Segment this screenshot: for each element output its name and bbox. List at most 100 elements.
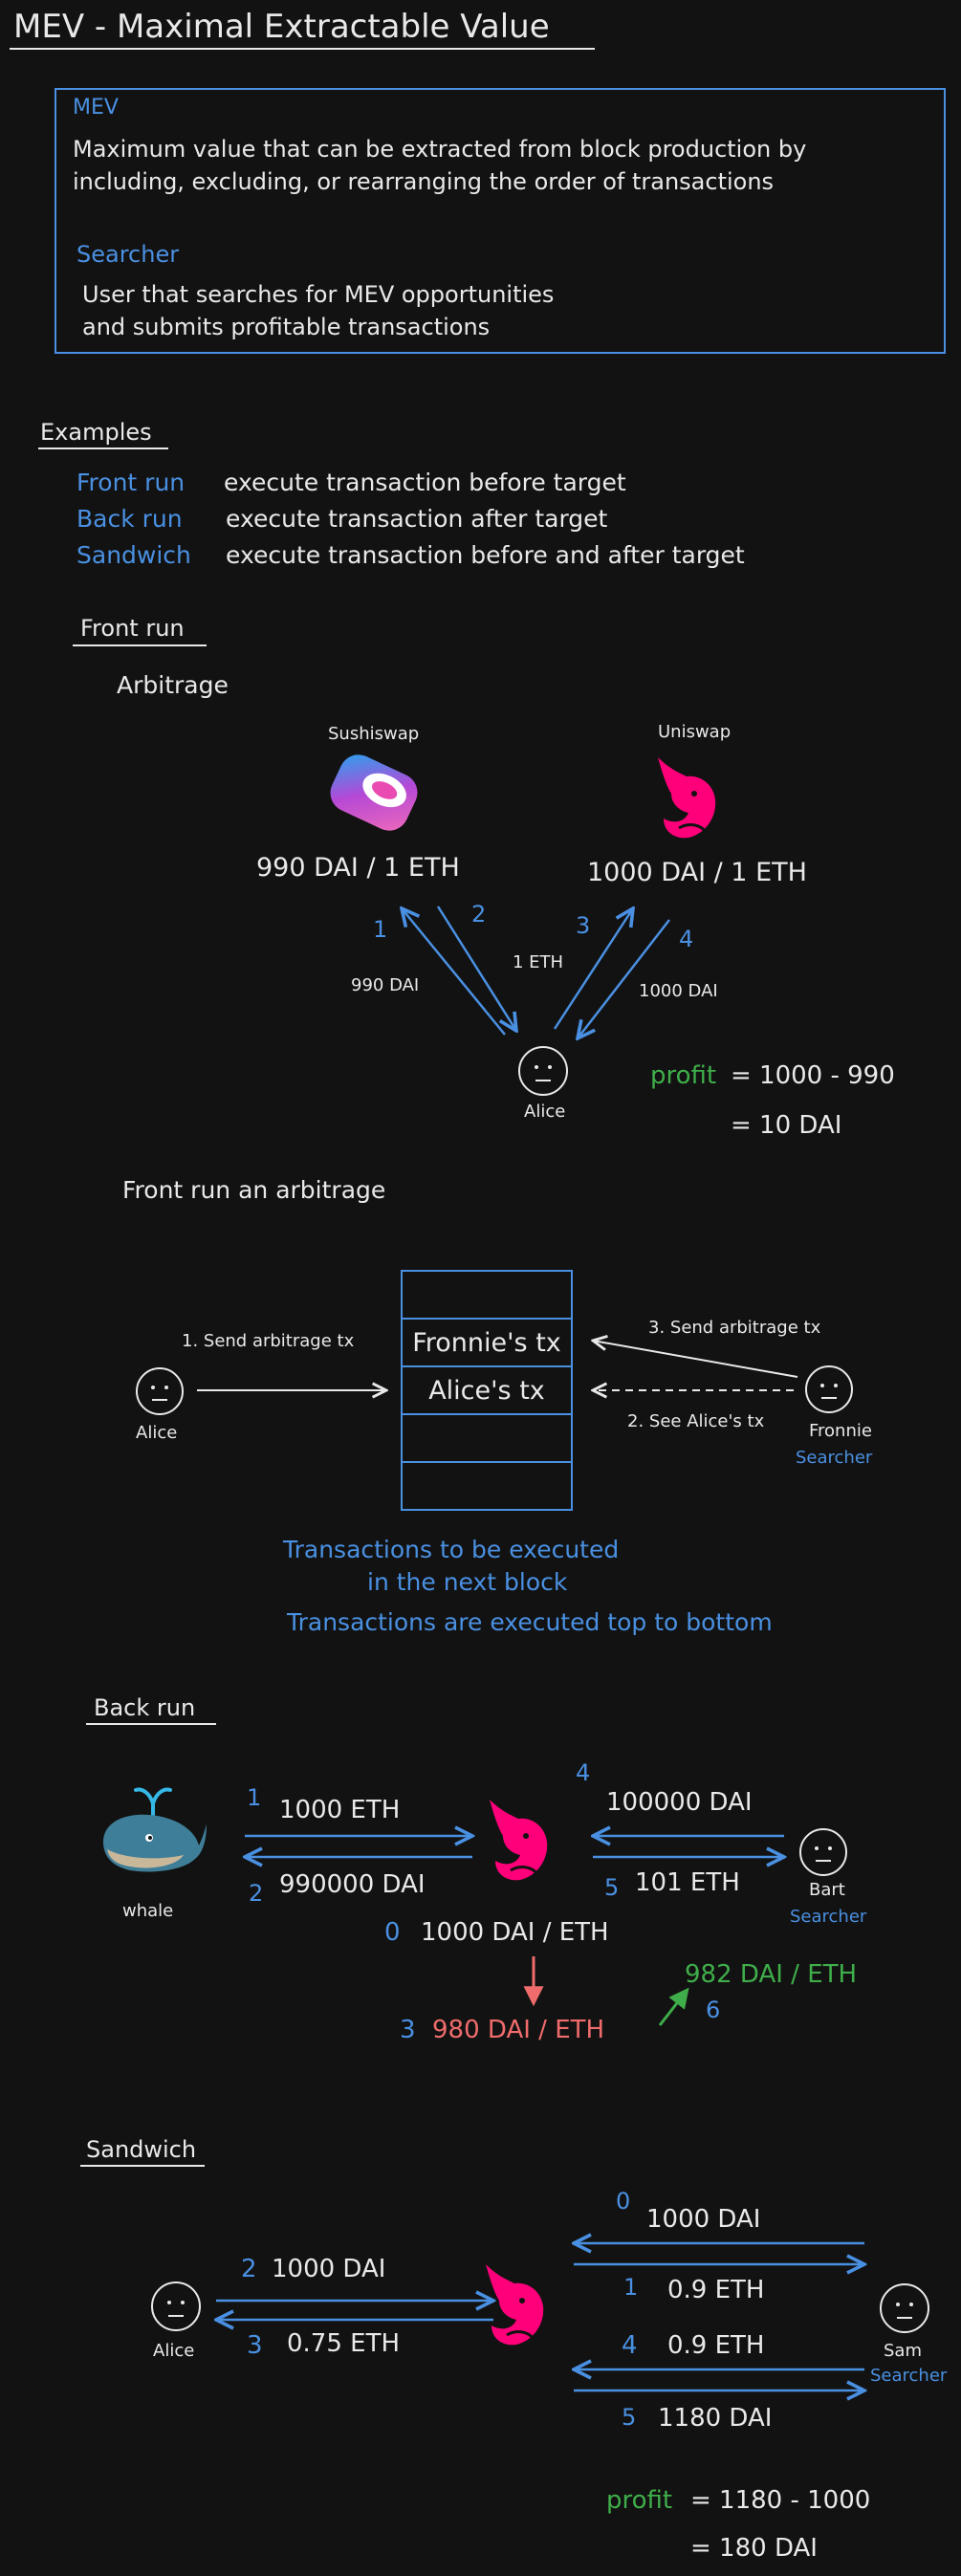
sandwich-step-0: 0 bbox=[616, 2188, 631, 2215]
mev-definition-line2: including, excluding, or rearranging the… bbox=[73, 168, 775, 195]
block-caption-3: Transactions are executed top to bottom bbox=[287, 1608, 773, 1636]
arrow-alice-to-sushiswap bbox=[402, 908, 506, 1036]
arrow-fronnie-send-tx bbox=[593, 1341, 798, 1378]
back-run-amount-990000-dai: 990000 DAI bbox=[279, 1870, 426, 1899]
sandwich-step-3: 3 bbox=[247, 2331, 263, 2360]
bart-label: Bart bbox=[809, 1880, 845, 1900]
sandwich-amount-1180-dai: 1180 DAI bbox=[658, 2404, 773, 2433]
back-run-step-4: 4 bbox=[576, 1759, 591, 1786]
sam-searcher-label: Searcher bbox=[870, 2366, 948, 2386]
front-run-underline bbox=[73, 644, 207, 646]
front-run-heading: Front run bbox=[80, 615, 185, 642]
profit-word: profit bbox=[650, 1061, 717, 1090]
sandwich-amount-09-eth-4: 0.9 ETH bbox=[667, 2331, 765, 2360]
definitions-box bbox=[55, 88, 946, 354]
sandwich-amount-09-eth-1: 0.9 ETH bbox=[667, 2276, 765, 2304]
see-alice-tx: 2. See Alice's tx bbox=[627, 1411, 765, 1431]
fronnie-label: Fronnie bbox=[809, 1421, 872, 1441]
sandwich-alice-face-icon bbox=[151, 2281, 201, 2331]
sandwich-profit-equation-2: = 180 DAI bbox=[690, 2534, 818, 2563]
block-caption-2: in the next block bbox=[367, 1568, 568, 1596]
back-run-price-after-whale: 980 DAI / ETH bbox=[432, 2016, 605, 2044]
back-run-step-1: 1 bbox=[247, 1784, 262, 1811]
send-arbitrage-fronnie: 3. Send arbitrage tx bbox=[648, 1318, 821, 1338]
example-desc-back-run: execute transaction after target bbox=[226, 505, 608, 533]
back-run-step-3: 3 bbox=[400, 2016, 416, 2044]
sandwich-step-2: 2 bbox=[241, 2255, 257, 2283]
uniswap-logo-icon-2 bbox=[490, 1800, 548, 1881]
front-run-step-4: 4 bbox=[679, 926, 694, 952]
sandwich-amount-1000-dai-sam: 1000 DAI bbox=[646, 2205, 761, 2234]
sandwich-amount-075-eth: 0.75 ETH bbox=[287, 2329, 401, 2358]
back-run-step-5: 5 bbox=[604, 1874, 620, 1901]
uniswap-label: Uniswap bbox=[658, 722, 732, 742]
arrow-sushiswap-to-alice bbox=[436, 906, 516, 1031]
back-run-step-0: 0 bbox=[384, 1918, 401, 1947]
sushiswap-label: Sushiswap bbox=[328, 724, 420, 744]
amount-1-eth: 1 ETH bbox=[513, 952, 564, 972]
sandwich-underline bbox=[80, 2165, 205, 2167]
profit-equation-2: = 10 DAI bbox=[731, 1111, 842, 1140]
whale-label: whale bbox=[122, 1901, 174, 1921]
page-title: MEV - Maximal Extractable Value bbox=[13, 8, 550, 46]
sandwich-step-1: 1 bbox=[623, 2274, 639, 2301]
fronnie-tx-label: Fronnie's tx bbox=[412, 1327, 561, 1358]
example-term-back-run: Back run bbox=[76, 505, 183, 533]
examples-heading: Examples bbox=[40, 419, 152, 446]
amount-990-dai: 990 DAI bbox=[351, 975, 420, 995]
front-run-step-1: 1 bbox=[373, 916, 388, 943]
back-run-amount-100000-dai: 100000 DAI bbox=[606, 1788, 753, 1817]
back-run-heading: Back run bbox=[94, 1694, 196, 1721]
bart-searcher-label: Searcher bbox=[790, 1907, 867, 1927]
back-run-step-2: 2 bbox=[249, 1880, 264, 1907]
title-underline bbox=[10, 48, 595, 50]
fronnie-face-icon bbox=[805, 1365, 853, 1413]
alice-face-icon bbox=[518, 1046, 568, 1096]
mev-definition-line1: Maximum value that can be extracted from… bbox=[73, 136, 807, 163]
alice-tx-label: Alice's tx bbox=[428, 1375, 545, 1406]
alice-face-icon-2 bbox=[136, 1367, 184, 1415]
sandwich-profit-word: profit bbox=[606, 2486, 673, 2515]
mev-term: MEV bbox=[73, 96, 119, 120]
back-run-amount-1000-eth: 1000 ETH bbox=[279, 1796, 401, 1824]
back-run-price-after-bart: 982 DAI / ETH bbox=[685, 1960, 858, 1989]
back-run-underline bbox=[86, 1723, 216, 1725]
arrow-alice-to-uniswap bbox=[553, 908, 633, 1030]
examples-underline bbox=[38, 448, 168, 449]
example-desc-front-run: execute transaction before target bbox=[224, 469, 626, 496]
block-caption-1: Transactions to be executed bbox=[283, 1536, 620, 1563]
example-desc-sandwich: execute transaction before and after tar… bbox=[226, 541, 745, 569]
back-run-step-6: 6 bbox=[706, 1997, 721, 2023]
alice-label-2: Alice bbox=[136, 1423, 178, 1443]
sam-face-icon bbox=[880, 2283, 929, 2333]
bart-face-icon bbox=[799, 1828, 847, 1876]
sandwich-amount-1000-dai-alice: 1000 DAI bbox=[272, 2255, 386, 2283]
front-run-arbitrage-heading: Front run an arbitrage bbox=[122, 1176, 386, 1204]
searcher-definition-line2: and submits profitable transactions bbox=[82, 314, 491, 340]
block-slot-empty-3 bbox=[401, 1461, 573, 1511]
uni-price: 1000 DAI / 1 ETH bbox=[587, 858, 807, 887]
example-term-front-run: Front run bbox=[76, 469, 186, 496]
arrow-uniswap-to-alice bbox=[578, 919, 670, 1038]
front-run-step-3: 3 bbox=[576, 912, 591, 939]
example-term-sandwich: Sandwich bbox=[76, 541, 191, 569]
sandwich-step-5: 5 bbox=[622, 2404, 637, 2431]
arrow-price-up bbox=[658, 1987, 689, 2026]
fronnie-searcher-label: Searcher bbox=[796, 1448, 873, 1468]
sushi-price: 990 DAI / 1 ETH bbox=[256, 853, 460, 883]
back-run-price-initial: 1000 DAI / ETH bbox=[421, 1918, 609, 1947]
whale-icon bbox=[103, 1787, 207, 1872]
searcher-term: Searcher bbox=[76, 241, 180, 268]
amount-1000-dai: 1000 DAI bbox=[639, 981, 718, 1001]
searcher-definition-line1: User that searches for MEV opportunities bbox=[82, 281, 555, 308]
sandwich-alice-label: Alice bbox=[153, 2341, 195, 2361]
profit-equation-1: = 1000 - 990 bbox=[731, 1061, 895, 1090]
uniswap-logo-icon-3 bbox=[486, 2264, 544, 2346]
back-run-amount-101-eth: 101 ETH bbox=[635, 1868, 740, 1897]
sandwich-step-4: 4 bbox=[622, 2331, 638, 2360]
uniswap-logo-icon bbox=[658, 757, 716, 839]
sam-label: Sam bbox=[884, 2341, 922, 2361]
front-run-step-2: 2 bbox=[471, 901, 487, 928]
sandwich-heading: Sandwich bbox=[86, 2136, 197, 2163]
